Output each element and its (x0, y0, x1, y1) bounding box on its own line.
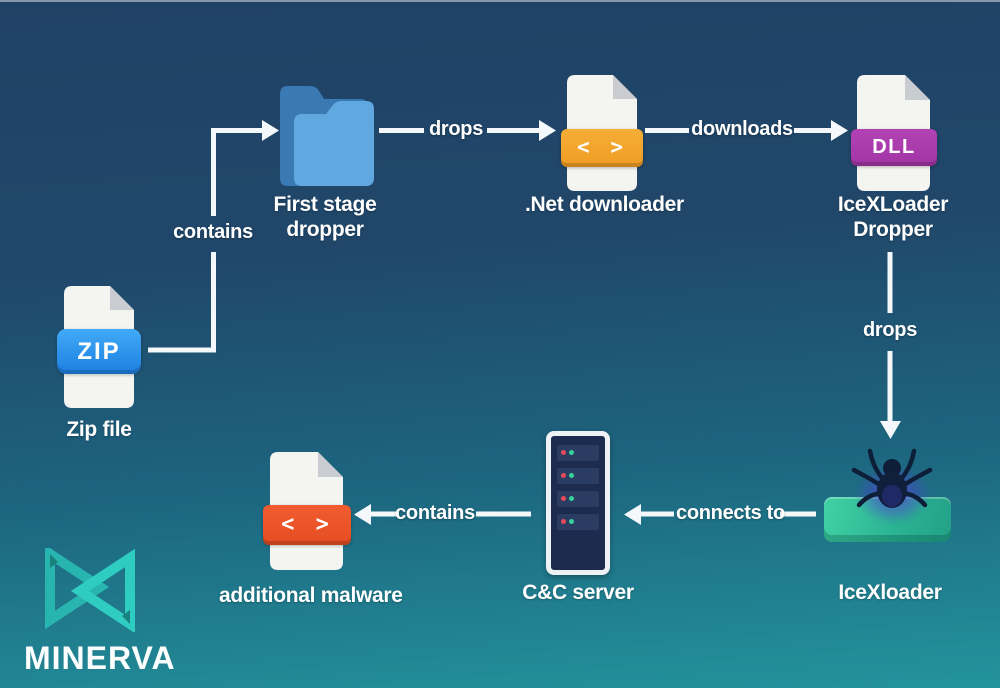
minerva-logo-icon (45, 548, 135, 632)
net-downloader-label: .Net downloader (525, 193, 684, 216)
icexloader-label: IceXloader (838, 581, 942, 604)
server-icon (546, 431, 610, 575)
server-bay (557, 514, 599, 530)
spider-icon (851, 448, 933, 508)
led-red-icon (561, 450, 566, 455)
icexloader-dropper-label: IceXLoader Dropper (837, 193, 949, 241)
led-green-icon (569, 473, 574, 478)
arrowhead-into-net (539, 120, 556, 141)
edge-label-contains-1: contains (173, 221, 253, 243)
zip-badge-text: ZIP (77, 337, 121, 365)
server-bay (557, 468, 599, 484)
led-red-icon (561, 496, 566, 501)
arrowhead-into-loader (880, 421, 901, 439)
server-bay (557, 491, 599, 507)
arrowhead-into-dll (831, 120, 848, 141)
led-green-icon (569, 450, 574, 455)
edge-label-connects-to: connects to (676, 502, 785, 524)
first-stage-dropper-label: First stage dropper (273, 193, 377, 241)
additional-malware-label: additional malware (219, 584, 403, 607)
arrowhead-into-server (624, 504, 641, 525)
code-icon: < > (577, 135, 627, 159)
minerva-brand-text: MINERVA (24, 640, 176, 676)
arrowhead-into-dropper (262, 120, 279, 141)
led-green-icon (569, 496, 574, 501)
zip-badge: ZIP (57, 329, 141, 374)
folder-icon (280, 86, 374, 186)
edge-label-downloads: downloads (691, 118, 793, 140)
malware-badge: < > (263, 505, 351, 545)
code-icon: < > (281, 511, 333, 537)
dll-badge: DLL (851, 129, 937, 166)
edge-label-drops-2: drops (862, 319, 918, 341)
edge-label-drops-1: drops (428, 118, 484, 140)
cc-server-label: C&C server (522, 581, 634, 604)
net-downloader-badge: < > (561, 129, 643, 167)
dll-badge-text: DLL (872, 136, 916, 158)
arrowhead-into-malware (354, 504, 371, 525)
edge-label-contains-2: contains (395, 502, 475, 524)
server-bay (557, 445, 599, 461)
led-red-icon (561, 473, 566, 478)
zip-file-label: Zip file (66, 418, 132, 441)
led-red-icon (561, 519, 566, 524)
led-green-icon (569, 519, 574, 524)
